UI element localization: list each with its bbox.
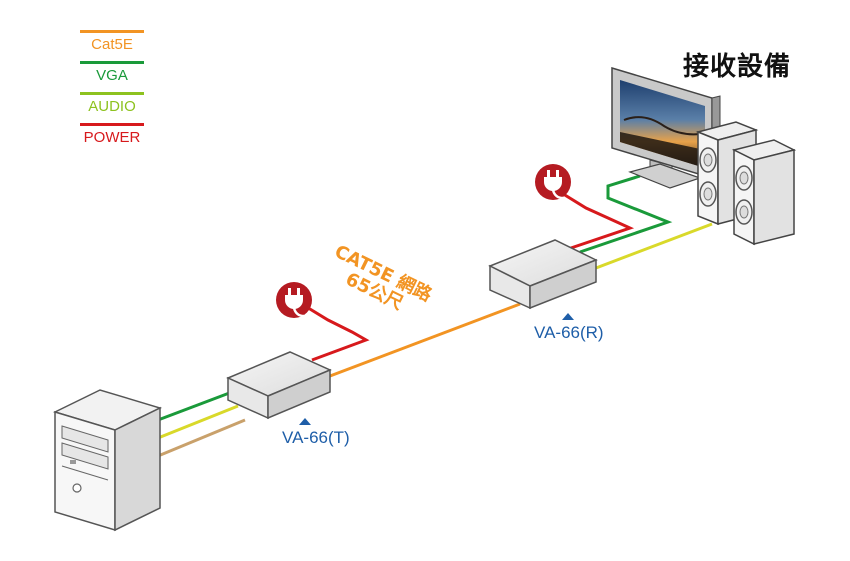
power-cable-tx xyxy=(304,304,370,362)
speaker xyxy=(731,139,797,246)
legend-label: VGA xyxy=(96,67,128,84)
transmitter-box xyxy=(226,351,332,420)
audio-cable-brown-pc xyxy=(157,418,246,458)
rx-to-display-cables xyxy=(579,174,713,270)
tx-pointer-icon xyxy=(299,418,311,425)
legend-swatch xyxy=(80,92,144,95)
receiver-label: VA-66(R) xyxy=(534,323,604,342)
legend-label: POWER xyxy=(83,129,141,146)
legend-swatch xyxy=(80,30,144,33)
cat5e-cable xyxy=(329,302,521,378)
legend-label: AUDIO xyxy=(88,98,136,115)
legend: Cat5E VGA AUDIO POWER xyxy=(72,28,152,152)
audio-cable-pc xyxy=(157,404,239,440)
receiver-equipment-title: 接收設備 xyxy=(683,52,792,82)
legend-item: POWER xyxy=(72,121,152,152)
power-cable-rx xyxy=(559,190,635,252)
legend-item: Cat5E xyxy=(72,28,152,59)
legend-label: Cat5E xyxy=(91,36,133,53)
rx-pointer-icon xyxy=(562,313,574,320)
legend-item: AUDIO xyxy=(72,90,152,121)
legend-swatch xyxy=(80,61,144,64)
audio-cable-display xyxy=(595,222,713,270)
power-plug-icon xyxy=(535,164,571,200)
monitor xyxy=(611,66,721,189)
transmitter-label: VA-66(T) xyxy=(282,428,350,447)
pc-tower xyxy=(52,389,163,532)
legend-swatch xyxy=(80,123,144,126)
receiver-box xyxy=(488,239,598,310)
power-plug-icon xyxy=(276,282,312,318)
legend-item: VGA xyxy=(72,59,152,90)
pc-to-tx-cables xyxy=(157,390,246,458)
vga-cable-pc xyxy=(157,390,233,422)
vga-cable-display xyxy=(579,174,673,254)
